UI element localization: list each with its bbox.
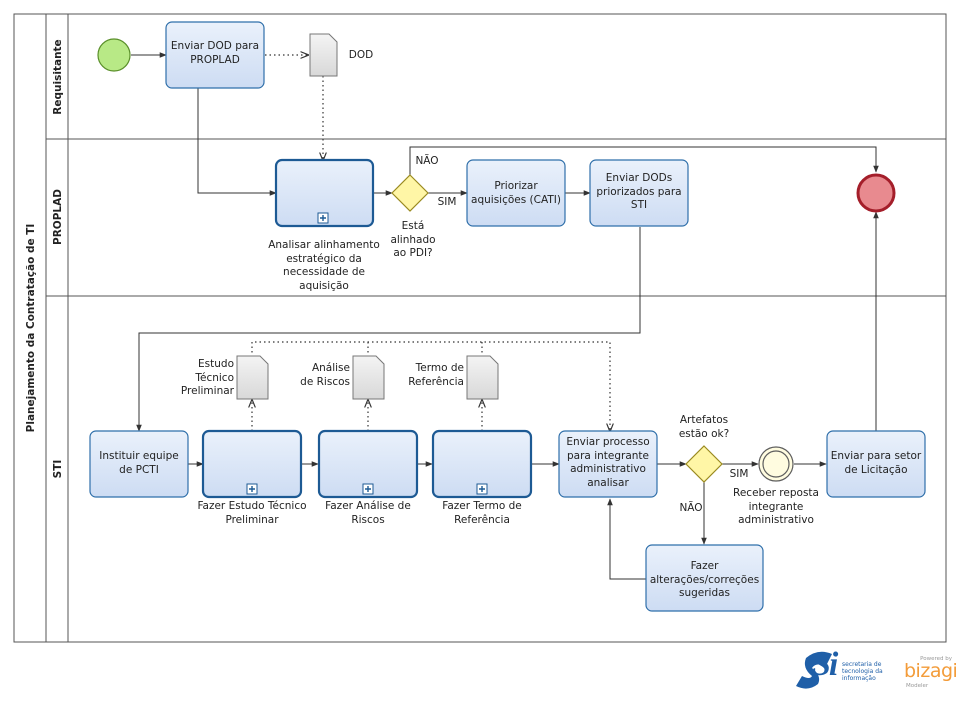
task-enviar-dods[interactable] xyxy=(589,159,689,227)
pool xyxy=(13,13,947,643)
subprocess-termo[interactable] xyxy=(431,429,533,499)
document-etp[interactable] xyxy=(236,355,269,400)
bizagi-brand: bizagi xyxy=(904,660,958,682)
task-enviar-processo[interactable] xyxy=(558,430,658,498)
subprocess-label-etp: Fazer Estudo Técnico Preliminar xyxy=(197,500,307,526)
task-enviar-licitacao[interactable] xyxy=(826,430,926,498)
document-termo[interactable] xyxy=(466,355,499,400)
si-logo-letters: Si xyxy=(812,646,838,683)
task-instituir[interactable] xyxy=(89,430,189,498)
task-label-enviar-dods: Enviar DODs priorizados para STI xyxy=(596,172,682,212)
task-priorizar[interactable] xyxy=(466,159,566,227)
sequence-flows xyxy=(131,52,879,580)
task-label-enviar-dod: Enviar DOD para PROPLAD xyxy=(170,40,260,66)
bizagi-powered: Powered by xyxy=(920,656,952,662)
gateway-label-artefatos: Artefatos estão ok? xyxy=(678,414,730,440)
task-fazer-alteracoes[interactable] xyxy=(645,544,764,612)
subprocess-riscos[interactable] xyxy=(317,429,419,499)
intermediate-event-receber[interactable] xyxy=(758,446,794,482)
document-label-riscos: Análise de Riscos xyxy=(300,362,350,388)
bizagi-modeler: Modeler xyxy=(906,683,929,689)
flow-label-sim-2: SIM xyxy=(729,468,749,480)
subprocess-label-riscos: Fazer Análise de Riscos xyxy=(325,500,411,526)
flow-label-sim-1: SIM xyxy=(437,196,457,208)
document-label-dod: DOD xyxy=(348,49,374,61)
task-label-priorizar: Priorizar aquisições (CATI) xyxy=(471,180,561,206)
task-enviar-dod[interactable] xyxy=(165,21,265,89)
si-logo-caption: secretaria de tecnologia da informação xyxy=(842,661,883,682)
gateway-label-alinhado: Está alinhado ao PDI? xyxy=(390,220,436,260)
task-label-instituir: Instituir equipe de PCTI xyxy=(99,450,179,476)
flow-label-nao-2: NÃO xyxy=(679,502,703,514)
associations xyxy=(252,55,610,431)
subprocess-label-analisar: Analisar alinhamento estratégico da nece… xyxy=(268,239,380,292)
task-label-enviar-licitacao: Enviar para setor de Licitação xyxy=(830,450,922,476)
lane-label-requisitante: Requisitante xyxy=(52,39,64,114)
document-dod[interactable] xyxy=(309,33,338,77)
start-event[interactable] xyxy=(97,38,131,72)
si-logo-mark xyxy=(796,651,832,689)
subprocess-etp[interactable] xyxy=(201,429,303,499)
document-riscos[interactable] xyxy=(352,355,385,400)
flow-label-nao-1: NÃO xyxy=(415,155,439,167)
task-label-enviar-processo: Enviar processo para integrante administ… xyxy=(566,436,650,489)
task-label-fazer-alteracoes: Fazer alterações/correções sugeridas xyxy=(649,560,760,600)
document-label-termo: Termo de Referência xyxy=(408,362,464,388)
lane-label-sti: STI xyxy=(52,460,64,479)
document-label-etp: Estudo Técnico Preliminar xyxy=(180,358,234,398)
subprocess-analisar[interactable] xyxy=(274,158,375,228)
subprocess-label-termo: Fazer Termo de Referência xyxy=(442,500,522,526)
event-label-receber: Receber reposta integrante administrativ… xyxy=(733,487,819,527)
pool-label: Planejamento da Contratação de TI xyxy=(25,224,37,433)
end-event[interactable] xyxy=(856,173,896,213)
gateway-alinhado[interactable] xyxy=(391,174,429,212)
lane-label-proplad: PROPLAD xyxy=(52,189,64,245)
gateway-artefatos[interactable] xyxy=(685,445,723,483)
